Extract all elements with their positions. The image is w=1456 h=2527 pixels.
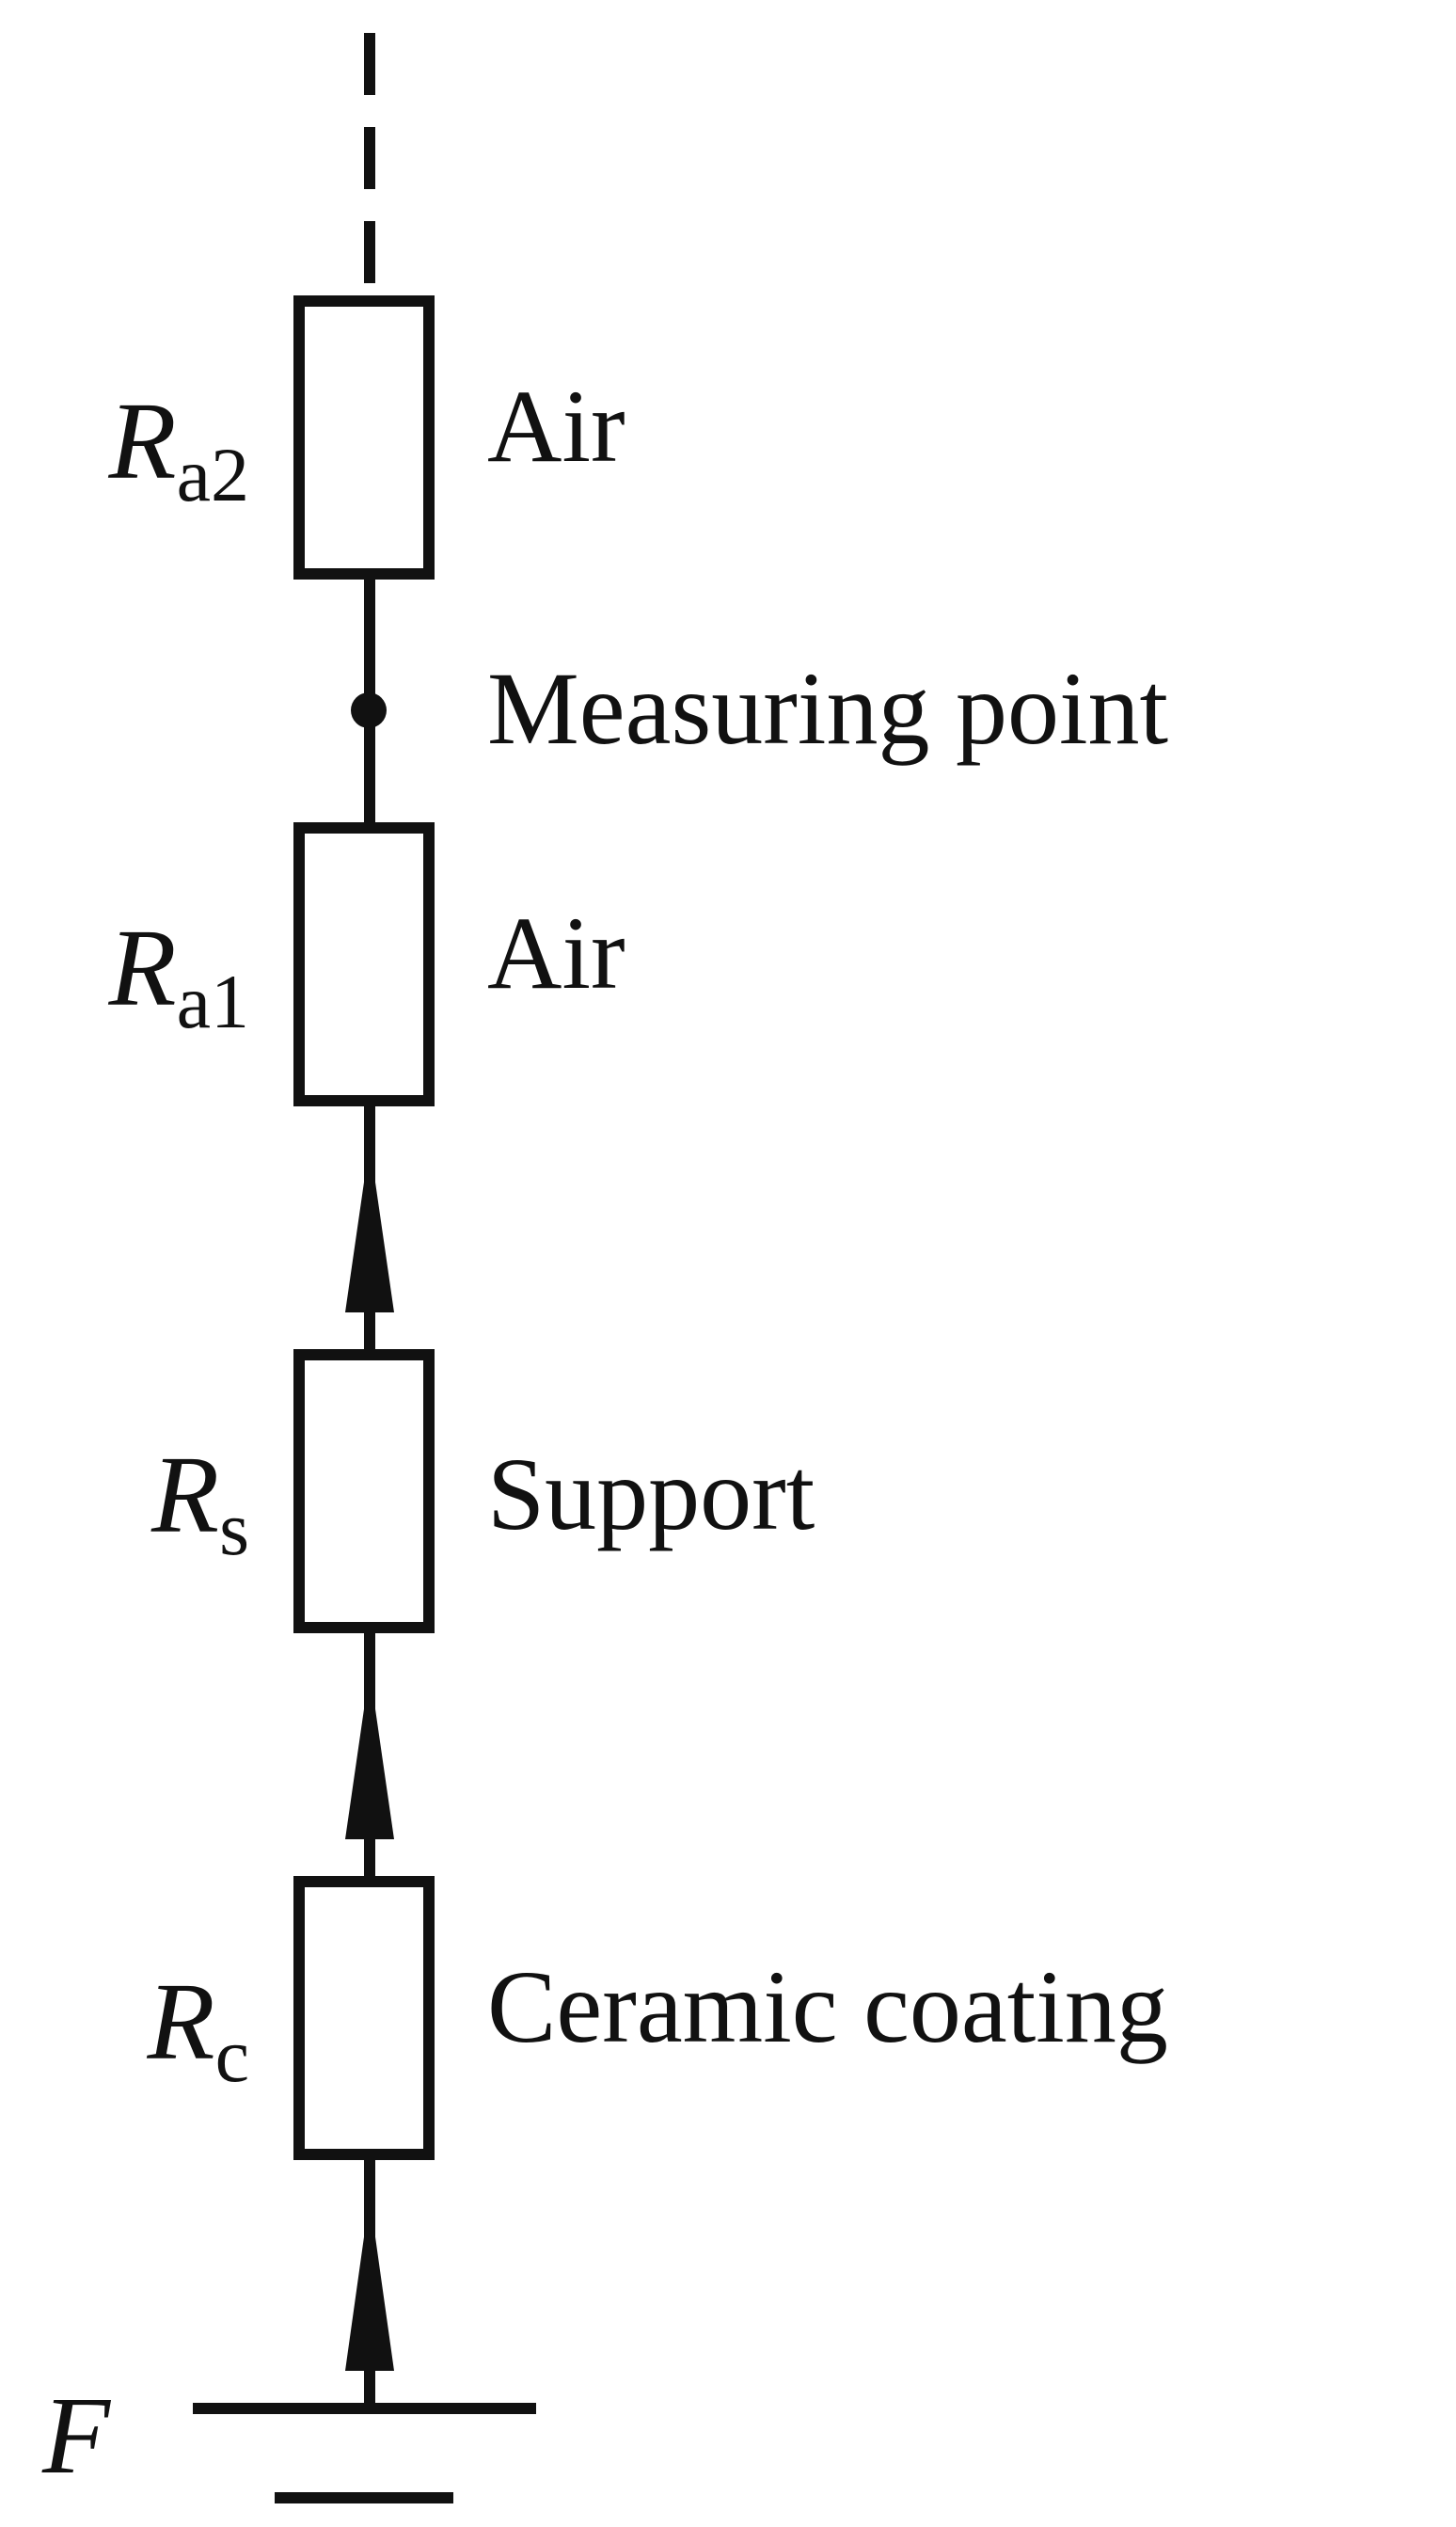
- resistor-ra2: [293, 295, 435, 580]
- measuring-point-dot: [351, 692, 387, 728]
- heat-flow-arrow-2: [345, 1670, 394, 1839]
- label-air-upper: Air: [487, 369, 625, 484]
- resistor-rc: [293, 1876, 435, 2160]
- label-measuring-point: Measuring point: [487, 651, 1168, 766]
- resistor-symbol-ra2: Ra2: [108, 379, 250, 517]
- label-ceramic-coating: Ceramic coating: [487, 1949, 1168, 2064]
- label-air-lower: Air: [487, 896, 625, 1010]
- heat-flow-arrow-1: [345, 1143, 394, 1312]
- resistor-symbol-rs: Rs: [150, 1433, 249, 1571]
- resistor-symbol-ra1: Ra1: [108, 906, 250, 1044]
- source-label-f: F: [41, 2374, 112, 2497]
- heat-flow-arrow-3: [345, 2197, 394, 2371]
- resistor-ra1: [293, 822, 435, 1106]
- resistor-symbol-rc: Rc: [147, 1960, 250, 2098]
- resistor-rs: [293, 1349, 435, 1633]
- label-support: Support: [487, 1437, 815, 1551]
